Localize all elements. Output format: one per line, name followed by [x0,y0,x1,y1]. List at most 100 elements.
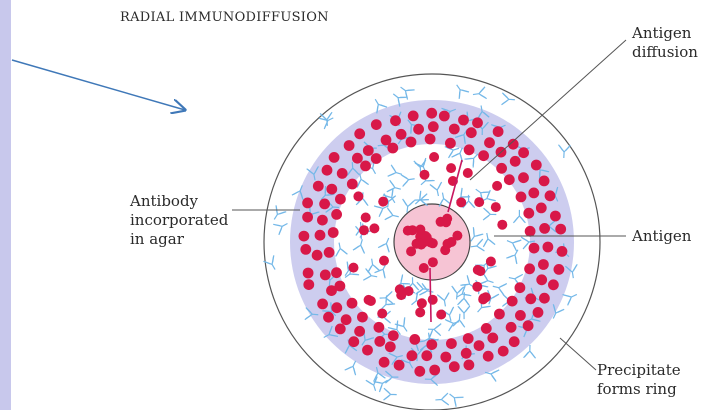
antigen-dot [436,310,446,320]
antigen-dot [483,351,494,362]
antigen-dot [326,184,337,195]
antigen-dot [335,194,346,205]
antigen-dot [385,341,396,352]
antigen-dot [539,223,550,234]
label-antigen: Antigen [632,227,691,246]
antigen-dot [529,243,540,254]
antigen-dot [507,296,518,307]
antigen-dot [458,115,469,126]
antigen-dot [394,360,405,371]
label-precipitate: Precipitate forms ring [597,361,681,399]
antigen-dot [406,137,417,148]
antigen-dot [536,274,547,285]
antigen-dot [360,161,371,172]
label-antigen-diffusion-line2: diffusion [632,43,698,62]
antigen-dot [474,197,484,207]
antigen-dot [523,320,534,331]
antigen-dot [408,111,419,122]
antigen-dot [555,224,566,235]
antigen-dot [506,322,517,333]
antigen-dot [504,174,515,185]
antigen-dot [461,348,472,359]
label-antibody-agar-line1: Antibody [130,192,228,211]
antigen-dot [421,350,432,361]
antigen-dot [324,247,335,258]
leader-precipitate [560,338,596,370]
antigen-dot [484,137,495,148]
antigen-dot [415,225,425,235]
antigen-dot [446,163,456,173]
antigen-dot [543,242,554,253]
antigen-dot [536,203,547,214]
antigen-dot [528,188,539,199]
antigen-dot [493,126,504,137]
label-precipitate-line1: Precipitate [597,361,681,380]
antigen-dot [354,326,365,337]
antigen-dot [446,338,457,349]
antigen-dot [487,333,498,344]
antigen-dot [539,176,550,187]
antigen-dot [328,227,339,238]
antigen-dot [515,282,526,293]
antigen-dot [439,111,450,122]
antigen-dot [362,345,373,356]
pointer-arrow [12,60,185,110]
antigen-dot [409,334,420,345]
antigen-dot [403,226,413,236]
antigen-dot [417,298,427,308]
antigen-dot [509,336,520,347]
antigen-dot [525,226,536,237]
antigen-dot [354,128,365,139]
antigen-dot [440,352,451,363]
antigen-dot [388,330,399,341]
antigen-dot [481,323,492,334]
antigen-dot [464,360,475,371]
antigen-dot [538,259,549,270]
antigen-dot [317,299,328,310]
antigen-dot [337,168,348,179]
antigen-dot [303,268,314,279]
label-antigen-diffusion-line1: Antigen [632,24,698,43]
antigen-dot [341,314,352,325]
antigen-dot [406,246,416,256]
antigen-dot [533,307,544,318]
antigen-dot [466,127,477,138]
antigen-dot [557,246,568,257]
antigen-dot [516,192,527,203]
antigen-dot [359,225,369,235]
antigen-dot [396,129,407,140]
antigen-dot [361,213,371,223]
antigen-dot [374,322,385,333]
antigen-dot [426,339,437,350]
antigen-dot [374,336,385,347]
antigen-dot [472,282,482,292]
antigen-dot [396,290,406,300]
antigen-dot [352,153,363,164]
antigen-dot [371,119,382,130]
label-antigen-diffusion: Antigen diffusion [632,24,698,62]
antigen-dot [498,346,509,357]
antigen-dot [491,202,501,212]
label-antibody-agar: Antibody incorporated in agar [130,192,228,249]
antigen-dot [347,179,358,190]
antigen-dot [349,263,359,273]
label-antibody-agar-line3: in agar [130,230,228,249]
antigen-dot [539,293,550,304]
antigen-dot [366,296,376,306]
antigen-dot [428,295,438,305]
antigen-dot [518,172,529,183]
antigen-dot [302,212,313,223]
label-precipitate-line2: forms ring [597,380,681,399]
antigen-dot [441,217,451,227]
antigen-dot [407,350,418,361]
label-antibody-agar-line2: incorporated [130,211,228,230]
antigen-dot [531,160,542,171]
antigen-dot [550,211,561,222]
antigen-dot [322,165,333,176]
antigen-dot [413,124,424,135]
antigen-dot [379,256,389,266]
antigen-dot [302,198,313,209]
antigen-dot [347,298,358,309]
antigen-dot [486,257,496,267]
antigen-dot [363,145,374,156]
